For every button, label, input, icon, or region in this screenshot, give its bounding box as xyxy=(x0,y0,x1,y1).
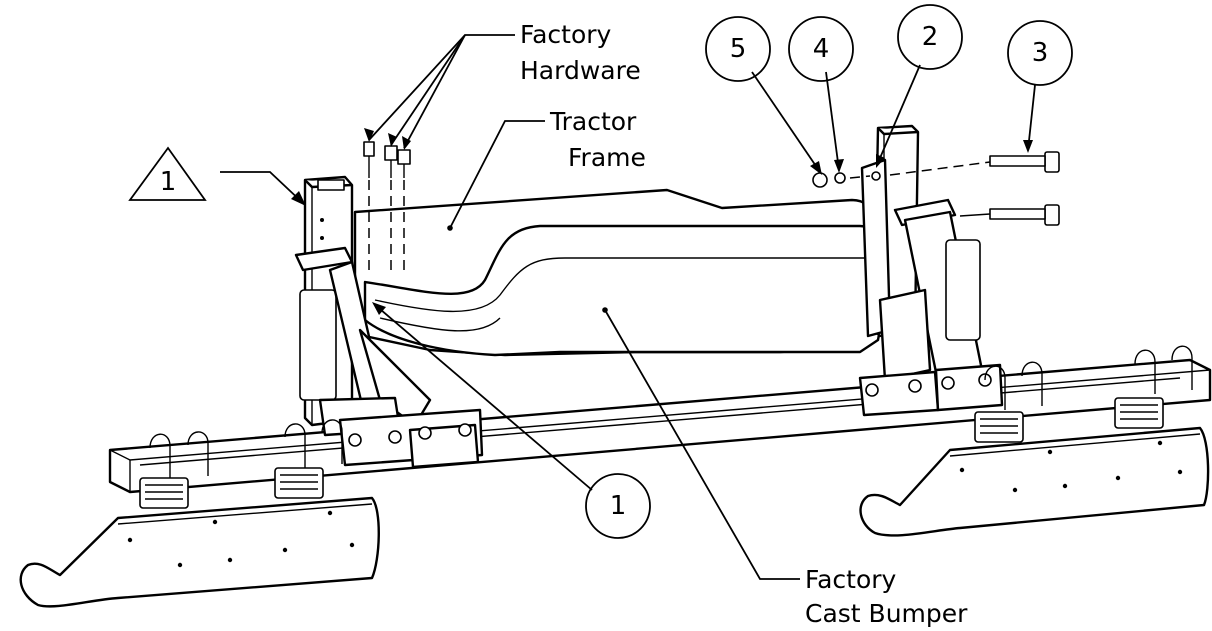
factory-hardware-line1: Factory xyxy=(520,20,612,49)
circle-3-number: 3 xyxy=(1032,38,1049,68)
left-mount-assembly xyxy=(294,175,484,469)
callout-circle-5: 5 xyxy=(705,16,771,82)
tractor-frame-line1: Tractor xyxy=(549,107,637,136)
callout-circle-3: 3 xyxy=(1007,20,1073,86)
callout-circle-2: 2 xyxy=(897,4,963,70)
callout-circle-1: 1 xyxy=(585,473,651,539)
right-mount-assembly xyxy=(858,124,1004,417)
right-side-hardware xyxy=(812,151,1060,226)
leader-lines xyxy=(220,34,1036,580)
right-scraper-blade xyxy=(859,426,1210,537)
tractor-frame-line2: Frame xyxy=(568,143,646,172)
spring-mounts xyxy=(139,397,1164,509)
label-tractor-frame: Tractor Frame xyxy=(549,107,646,172)
circle-1-number: 1 xyxy=(610,491,627,521)
callout-triangle-1: 1 xyxy=(128,146,207,201)
factory-cast-bumper-line1: Factory xyxy=(805,565,897,594)
label-factory-cast-bumper: Factory Cast Bumper xyxy=(805,565,968,628)
u-bolt-clamps xyxy=(149,345,1193,478)
circle-2-number: 2 xyxy=(922,22,939,52)
label-factory-hardware: Factory Hardware xyxy=(520,20,641,85)
callout-circle-4: 4 xyxy=(788,16,854,82)
triangle-1-number: 1 xyxy=(160,167,177,197)
left-scraper-blade xyxy=(19,496,380,608)
circle-4-number: 4 xyxy=(813,34,830,64)
circle-5-number: 5 xyxy=(730,34,747,64)
factory-hardware-line2: Hardware xyxy=(520,56,641,85)
factory-cast-bumper-line2: Cast Bumper xyxy=(805,599,968,628)
